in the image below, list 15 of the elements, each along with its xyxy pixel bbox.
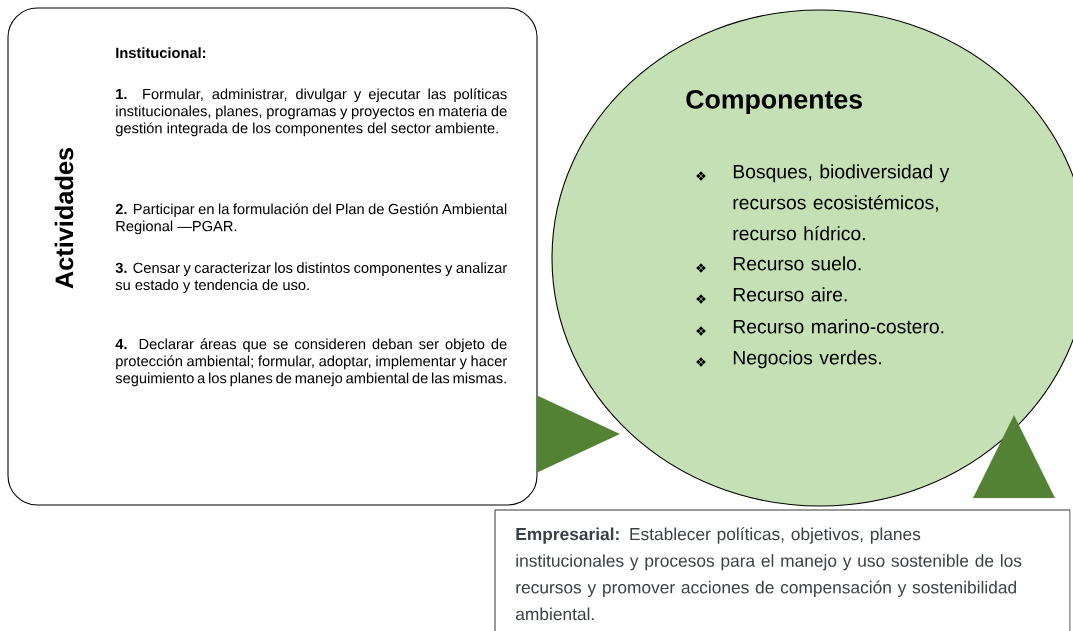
- list-item: Negocios verdes.: [733, 350, 881, 369]
- vertical-heading: Actividades: [54, 147, 74, 289]
- list-item: 4. Declarar áreas que se consideren deban ser objeto de protección ambiental; formular, adoptar, implementar y hacer seguimiento a los planes de manejo ambiental de las mismas.: [115, 338, 507, 387]
- list-item: Recurso suelo.: [733, 256, 861, 271]
- list-item: Recurso marino-costero.: [733, 319, 944, 334]
- list-item: 3. Censar y caracterizar los distintos componentes y analizar su estado y tendencia de uso.: [115, 262, 507, 293]
- heading: Componentes: [686, 89, 862, 115]
- heading: Institucional:: [116, 47, 206, 59]
- triangle-arrow: [537, 395, 620, 473]
- triangle-arrow: [973, 415, 1055, 499]
- list-item: Recurso aire.: [733, 287, 847, 302]
- list-item: Bosques, biodiversidad y recursos ecosistémicos, recurso hídrico.: [733, 164, 950, 241]
- list-item: 2. Participar en la formulación del Plan de Gestión Ambiental Regional —PGAR.: [115, 203, 507, 235]
- list-item: 1. Formular, administrar, divulgar y ejecutar las políticas institucionales, planes, programas y proyectos en materia de gestión integrada de los componentes del sector ambiente.: [115, 88, 507, 137]
- text-box: Empresarial: Establecer políticas, objetivos, planes institucionales y procesos para el manejo y uso sostenible de los recursos y promover acciones de compensación y sostenibilidad ambiental.: [494, 509, 1071, 631]
